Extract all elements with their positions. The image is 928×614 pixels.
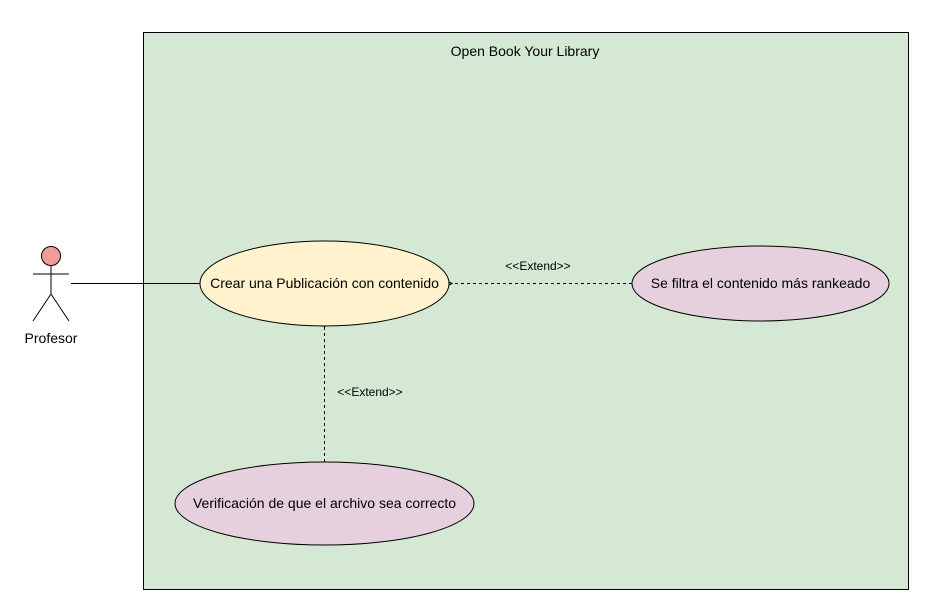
- use-case-crear-shape: [199, 240, 450, 327]
- use-case-verificacion-shape: [174, 461, 475, 546]
- extend-label-verificacion: <<Extend>>: [337, 385, 402, 399]
- actor-profesor[interactable]: Profesor: [25, 246, 78, 347]
- extend-label-filtra: <<Extend>>: [505, 259, 570, 273]
- use-case-filtra-contenido[interactable]: Se filtra el contenido más rankeado: [631, 245, 890, 322]
- use-case-crear-publicacion[interactable]: Crear una Publicación con contenido: [199, 240, 450, 327]
- use-case-filtra-shape: [631, 245, 890, 322]
- use-case-verificacion-label: Verificación de que el archivo sea corre…: [193, 495, 456, 511]
- use-case-crear-label: Crear una Publicación con contenido: [210, 275, 439, 291]
- actor-right-leg: [50, 293, 70, 322]
- use-case-verificacion-archivo[interactable]: Verificación de que el archivo sea corre…: [174, 461, 475, 546]
- actor-head: [41, 246, 61, 266]
- actor-left-leg: [32, 293, 52, 322]
- system-title: Open Book Your Library: [451, 43, 600, 59]
- actor-label: Profesor: [25, 330, 78, 346]
- use-case-filtra-label: Se filtra el contenido más rankeado: [651, 275, 871, 291]
